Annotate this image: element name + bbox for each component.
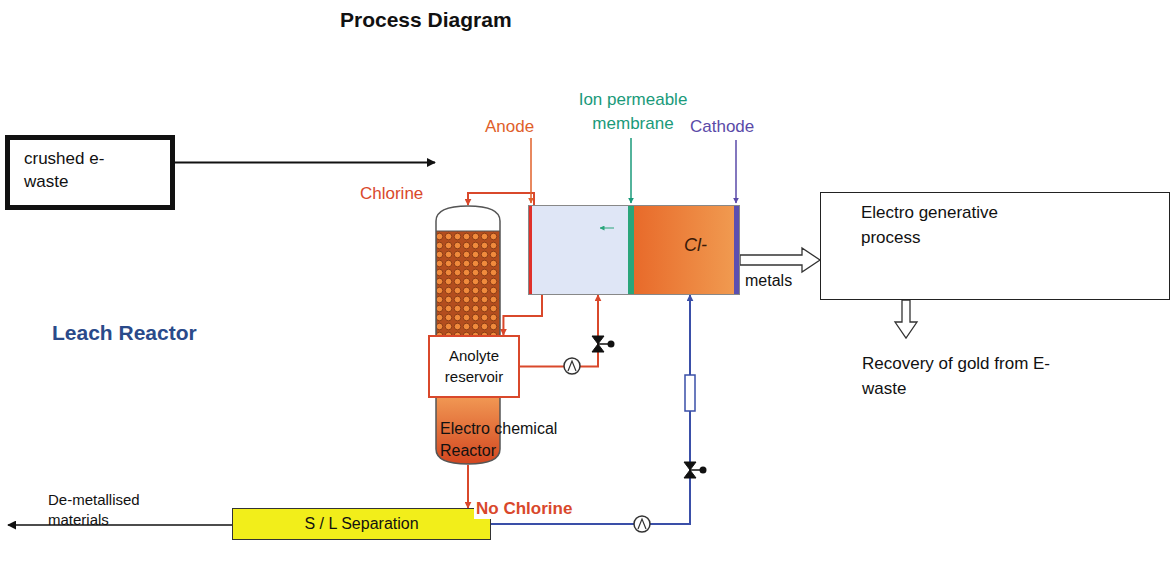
flow-connector [468,193,534,205]
reservoir-box: Anolyte reservoir [428,335,520,398]
flow-connector [175,162,435,164]
output-label: Recovery of gold from E-waste [862,352,1062,401]
node-label: Cl- [684,235,707,256]
part-label: Anode [485,117,534,137]
input-box: crushed e-waste [5,135,175,210]
diagram-title: Process Diagram [340,8,512,32]
cell-shape [528,205,740,295]
node-label: Electro generative process [861,201,1036,250]
flow-connector [491,295,690,524]
flow-connector [467,465,469,508]
edge-label: No Chlorine [474,499,574,519]
flow-label: metals [745,272,792,290]
pump-symbol [634,516,650,532]
node-label: S / L Separation [237,515,486,533]
pump-symbol [564,358,580,374]
output-arrow [8,524,232,526]
hollow-arrow [895,300,917,338]
flow-connector [503,295,542,335]
flowmeter-symbol [685,375,695,411]
node-label: Anolyte reservoir [434,345,514,387]
electrochemical-cell: Cl- [528,205,740,295]
part-label: Cathode [690,117,754,137]
leader-line [630,138,632,203]
flow-connector [520,295,598,367]
valve-symbol [592,336,615,352]
part-label: Electro chemical Reactor [440,418,580,461]
leader-line [530,138,532,203]
edge-label: Chlorine [358,184,425,204]
separation-box: S / L Separation [232,508,491,540]
hollow-arrow [740,248,820,272]
process-box: Electro generative process [820,192,1170,300]
node-label: Leach Reactor [52,321,197,345]
output-label: De-metallised materials [48,490,178,529]
node-label: crushed e-waste [24,148,114,194]
valve-symbol [684,462,707,478]
leader-line [735,140,737,203]
